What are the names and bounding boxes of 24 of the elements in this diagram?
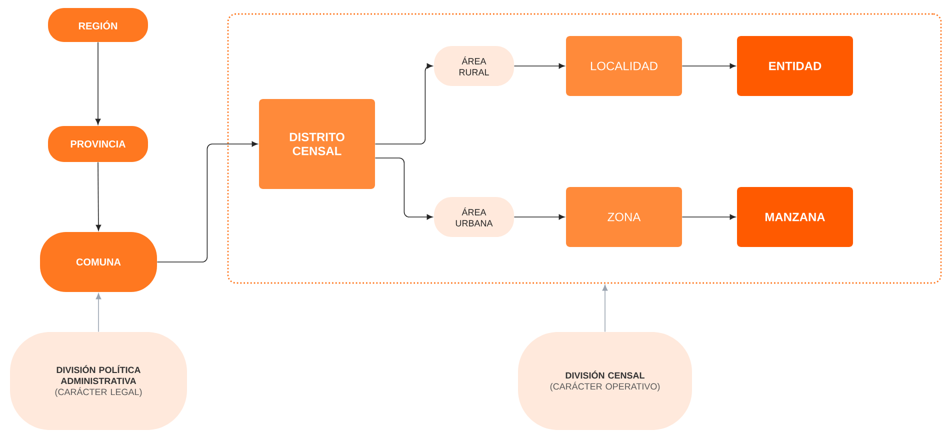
arrow — [96, 162, 102, 231]
level-pill: REGIÓN — [48, 8, 148, 42]
arrow — [602, 284, 608, 332]
process-box: ZONA — [566, 187, 682, 247]
arrow — [682, 63, 736, 69]
area-pill: ÁREA RURAL — [434, 46, 514, 86]
arrow — [514, 63, 565, 69]
arrow — [374, 63, 433, 144]
arrow — [96, 293, 102, 332]
level-pill: COMUNA — [40, 232, 157, 292]
level-pill: PROVINCIA — [48, 126, 148, 162]
result-box: ENTIDAD — [737, 36, 853, 96]
arrow — [95, 42, 101, 125]
arrow — [514, 214, 565, 220]
process-box: DISTRITO CENSAL — [259, 99, 375, 189]
dotted-frame — [227, 13, 942, 284]
result-box: MANZANA — [737, 187, 853, 247]
arrow — [374, 158, 433, 220]
note-bubble: DIVISIÓN CENSAL (CARÁCTER OPERATIVO) — [518, 332, 692, 430]
process-box: LOCALIDAD — [566, 36, 682, 96]
arrow — [156, 141, 258, 262]
note-bubble: DIVISIÓN POLÍTICA ADMINISTRATIVA (CARÁCTER LEGAL) — [10, 332, 187, 430]
arrow — [682, 214, 736, 220]
area-pill: ÁREA URBANA — [434, 197, 514, 237]
